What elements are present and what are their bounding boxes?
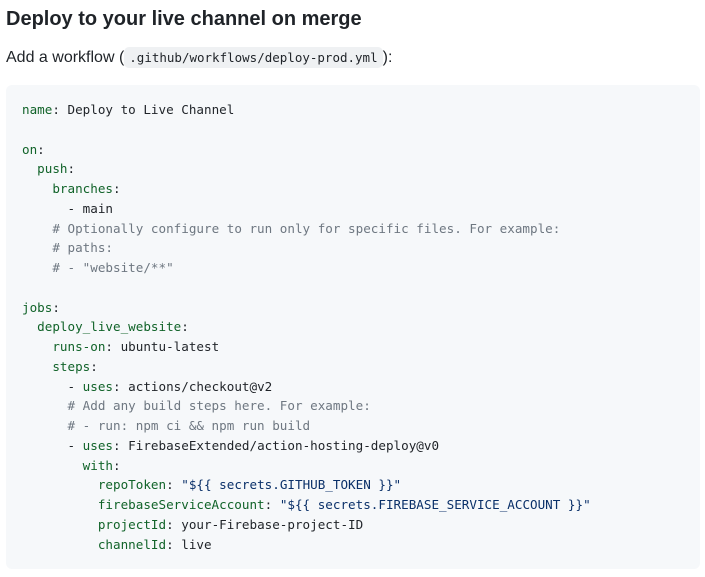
code-line: jobs:	[22, 298, 684, 318]
code-token-cmt: # - "website/**"	[52, 260, 174, 275]
code-indent	[22, 418, 68, 433]
code-line: repoToken: "${{ secrets.GITHUB_TOKEN }}"	[22, 475, 684, 495]
code-token-plain: :	[181, 319, 189, 335]
code-token-key: projectId	[97, 516, 167, 532]
yaml-code-block[interactable]: name: Deploy to Live Channel​on: push: b…	[6, 85, 700, 569]
code-token-key: uses	[82, 378, 114, 394]
intro-text-before: Add a workflow (	[6, 49, 125, 66]
code-line: on:	[22, 140, 684, 160]
code-indent	[22, 537, 98, 552]
code-token-plain: : FirebaseExtended/action-hosting-deploy…	[113, 437, 440, 453]
code-token-plain: - main	[67, 200, 114, 216]
code-token-plain: -	[67, 437, 83, 453]
workflow-file-path: .github/workflows/deploy-prod.yml	[124, 47, 383, 68]
code-token-key: uses	[82, 437, 114, 453]
code-token-key: branches	[52, 181, 114, 196]
code-token-plain: : live	[166, 536, 212, 552]
code-line: ​	[22, 120, 684, 140]
code-indent	[22, 477, 98, 492]
code-line: deploy_live_website:	[22, 317, 684, 337]
code-token-plain: :	[113, 457, 121, 473]
code-token-plain: :	[113, 181, 121, 196]
code-indent	[22, 379, 68, 394]
code-token-plain: : ubuntu-latest	[105, 339, 220, 354]
code-token-plain: : your-Firebase-project-ID	[166, 516, 364, 532]
code-token-str: "${{ secrets.FIREBASE_SERVICE_ACCOUNT }}…	[279, 497, 591, 512]
code-line: # Add any build steps here. For example:	[22, 396, 684, 416]
code-line: # - "website/**"	[22, 258, 684, 278]
code-indent	[22, 517, 98, 532]
code-line: firebaseServiceAccount: "${{ secrets.FIR…	[22, 495, 684, 515]
code-line: - uses: actions/checkout@v2	[22, 377, 684, 397]
code-token-cmt: # Optionally configure to run only for s…	[52, 220, 561, 236]
code-token-key: firebaseServiceAccount	[97, 497, 265, 512]
code-line: steps:	[22, 357, 684, 377]
code-token-key: jobs	[22, 299, 53, 315]
section-heading: Deploy to your live channel on merge	[6, 8, 362, 30]
code-token-key: deploy_live_website	[37, 319, 182, 335]
code-line: # paths:	[22, 238, 684, 258]
code-token-key: name	[22, 102, 53, 117]
code-line: branches:	[22, 179, 684, 199]
code-line: with:	[22, 456, 684, 476]
code-token-plain: : actions/checkout@v2	[113, 378, 273, 394]
code-token-key: steps	[52, 358, 91, 374]
code-token-plain: :	[264, 497, 280, 512]
code-indent	[22, 398, 68, 413]
yaml-code: name: Deploy to Live Channel​on: push: b…	[22, 100, 684, 554]
code-line: # - run: npm ci && npm run build	[22, 416, 684, 436]
code-token-cmt: # Add any build steps here. For example:	[67, 398, 371, 414]
code-token-plain: :	[166, 477, 182, 493]
code-token-plain: :	[52, 299, 60, 315]
code-indent	[22, 260, 52, 275]
code-indent	[22, 201, 68, 216]
code-indent	[22, 181, 52, 196]
code-indent	[22, 319, 37, 334]
code-token-plain: -	[67, 378, 83, 394]
code-line: - uses: FirebaseExtended/action-hosting-…	[22, 436, 684, 456]
code-line: runs-on: ubuntu-latest	[22, 337, 684, 357]
code-token-cmt: # - run: npm ci && npm run build	[67, 418, 311, 433]
code-token-plain: :	[37, 141, 45, 157]
code-line: ​	[22, 278, 684, 298]
code-indent	[22, 438, 68, 453]
code-line: name: Deploy to Live Channel	[22, 100, 684, 120]
code-token-cmt: # paths:	[52, 240, 114, 256]
code-token-plain: :	[67, 161, 76, 177]
code-token-key: on	[22, 141, 38, 157]
code-indent	[22, 458, 83, 473]
code-line: - main	[22, 199, 684, 219]
code-token-key: push	[37, 161, 68, 177]
intro-text-after: ):	[382, 49, 393, 66]
code-line: channelId: live	[22, 535, 684, 555]
code-token-plain: :	[90, 358, 98, 374]
code-token-str: "${{ secrets.GITHUB_TOKEN }}"	[181, 477, 402, 493]
code-indent	[22, 359, 52, 374]
intro-paragraph: Add a workflow (.github/workflows/deploy…	[6, 46, 392, 70]
code-token-plain: : Deploy to Live Channel	[52, 102, 235, 117]
code-line: push:	[22, 159, 684, 179]
code-token-key: runs-on	[52, 339, 106, 354]
code-token-key: channelId	[97, 536, 167, 552]
code-indent	[22, 497, 98, 512]
code-line: # Optionally configure to run only for s…	[22, 219, 684, 239]
code-indent	[22, 339, 52, 354]
code-indent	[22, 161, 37, 176]
code-line: projectId: your-Firebase-project-ID	[22, 515, 684, 535]
code-token-key: repoToken	[97, 477, 167, 493]
code-indent	[22, 221, 52, 236]
code-token-key: with	[82, 457, 114, 473]
code-indent	[22, 240, 52, 255]
